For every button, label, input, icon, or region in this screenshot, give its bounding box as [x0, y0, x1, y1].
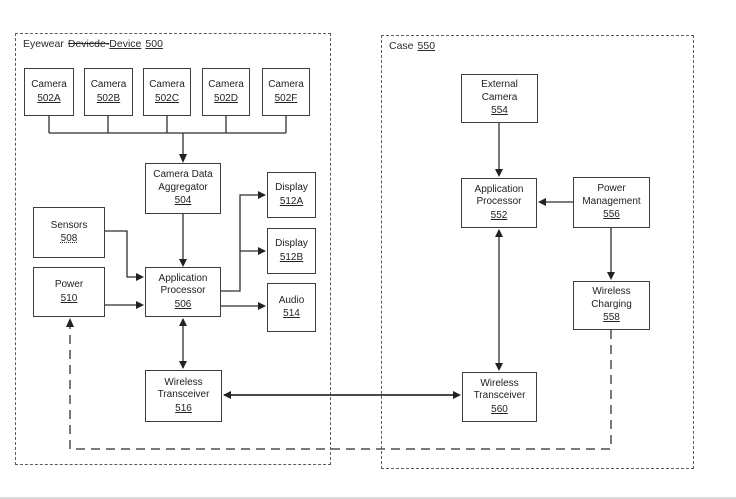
box-camera-502f: Camera 502F — [262, 68, 310, 116]
box-ref-number: 502B — [96, 92, 121, 104]
box-label: Display — [275, 238, 308, 249]
box-sensors-508: Sensors 508 — [33, 207, 105, 258]
arrowhead-down-processor506 — [179, 259, 187, 267]
eyewear-title-number: 500 — [145, 38, 163, 50]
box-power-management-556: Power Management 556 — [573, 177, 650, 228]
box-display-512b: Display 512B — [267, 228, 316, 274]
case-title-name: Case — [389, 40, 414, 52]
box-display-512a: Display 512A — [267, 172, 316, 218]
arrowhead-left-transceiver516 — [223, 391, 231, 399]
box-external-camera-554: External Camera 554 — [461, 74, 538, 123]
case-title-number: 550 — [417, 40, 436, 52]
box-ref-number: 556 — [603, 209, 620, 221]
arrowhead-right-display512b — [258, 247, 266, 255]
box-audio-514: Audio 514 — [267, 283, 316, 332]
box-label: Camera Data Aggregator — [153, 169, 213, 193]
box-camera-502d: Camera 502D — [202, 68, 250, 116]
box-camera-502b: Camera 502B — [84, 68, 133, 116]
eyewear-title-name: Device — [109, 38, 142, 50]
box-label: Camera — [149, 79, 185, 90]
arrowhead-right-audio — [258, 302, 266, 310]
box-ref-number: 502F — [274, 92, 298, 104]
box-label: Application Processor — [158, 272, 208, 297]
arrowhead-right-sensors — [136, 273, 144, 281]
arrowhead-right-power — [136, 301, 144, 309]
box-ref-number: 508 — [60, 233, 78, 244]
arrowhead-down-processor552 — [495, 169, 503, 177]
box-ref-number: 560 — [491, 403, 508, 415]
box-application-processor-552: Application Processor 552 — [461, 178, 537, 228]
box-ref-number: 512B — [279, 251, 304, 263]
box-label: Display — [275, 182, 308, 193]
arrowhead-right-transceiver560 — [453, 391, 461, 399]
arrowhead-up-processor552 — [495, 229, 503, 237]
box-ref-number: 558 — [603, 312, 620, 324]
box-ref-number: 510 — [60, 292, 78, 304]
box-ref-number: 506 — [174, 298, 192, 310]
box-ref-number: 552 — [490, 209, 508, 221]
arrowhead-left-processor552 — [538, 198, 546, 206]
box-label: Wireless Transceiver — [473, 377, 526, 402]
box-label: Wireless Charging — [591, 286, 632, 310]
box-wireless-charging-558: Wireless Charging 558 — [573, 281, 650, 330]
box-ref-number: 502D — [214, 92, 238, 104]
page-edge-divider — [0, 497, 736, 499]
arrowhead-down-transceiver516 — [179, 361, 187, 369]
box-application-processor-506: Application Processor 506 — [145, 267, 221, 317]
arrowhead-down-transceiver560 — [495, 363, 503, 371]
box-ref-number: 504 — [174, 195, 192, 207]
arrowhead-down-charging558 — [607, 272, 615, 280]
charging-to-power-dashed-line — [69, 319, 612, 450]
box-ref-number: 554 — [491, 105, 508, 117]
box-label: Camera — [208, 79, 244, 90]
arrowhead-up-processor506 — [179, 318, 187, 326]
box-camera-502c: Camera 502C — [143, 68, 191, 116]
box-ref-number: 512A — [279, 195, 304, 207]
box-ref-number: 516 — [175, 402, 192, 414]
camera-bus-line — [48, 116, 287, 156]
box-label: Camera — [90, 79, 127, 90]
box-label: Audio — [278, 294, 305, 306]
box-label: External Camera — [481, 79, 518, 103]
box-label: Power — [54, 279, 84, 290]
box-label: Application Processor — [474, 183, 524, 208]
box-label: Camera — [31, 79, 67, 90]
arrowhead-up-power510 — [66, 318, 74, 327]
box-label: Sensors — [50, 219, 88, 231]
box-camera-data-aggregator-504: Camera Data Aggregator 504 — [145, 163, 221, 214]
box-ref-number: 514 — [283, 308, 300, 319]
box-label: Camera — [268, 79, 304, 90]
sensors-to-processor-line — [105, 230, 137, 278]
box-wireless-transceiver-516: Wireless Transceiver 516 — [145, 370, 222, 422]
arrowhead-down-aggregator — [179, 154, 187, 163]
arrowhead-right-display512a — [258, 191, 266, 199]
box-label: Wireless Transceiver — [157, 376, 210, 401]
box-label: Power Management — [582, 183, 641, 207]
eyewear-title-struck-text: Devicde- — [67, 38, 110, 50]
processor-to-displays-line — [221, 194, 259, 292]
box-ref-number: 502C — [155, 92, 179, 104]
box-wireless-transceiver-560: Wireless Transceiver 560 — [462, 372, 537, 422]
box-power-510: Power 510 — [33, 267, 105, 317]
box-ref-number: 502A — [37, 92, 61, 104]
eyewear-title-prefix: Eyewear — [23, 38, 64, 50]
box-camera-502a: Camera 502A — [24, 68, 74, 116]
